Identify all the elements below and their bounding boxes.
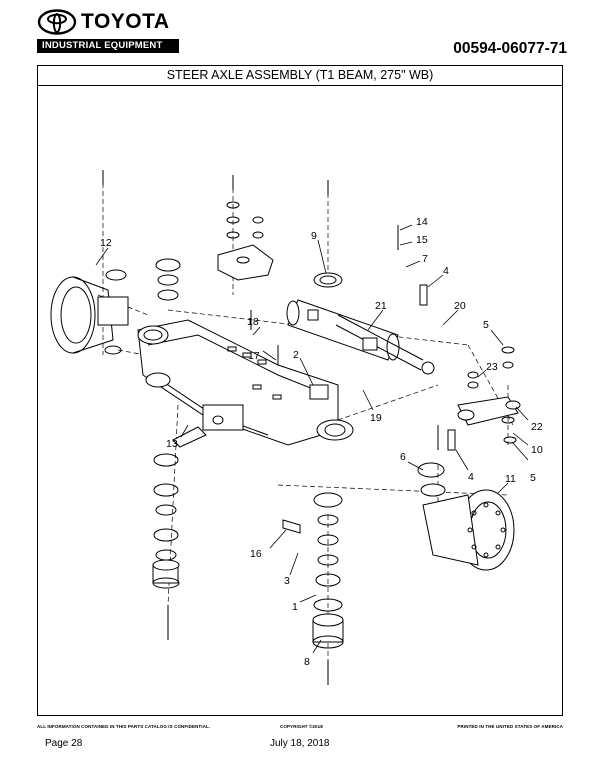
callout-19: 19 xyxy=(370,412,382,424)
callout-17: 17 xyxy=(248,350,260,362)
callout-10: 10 xyxy=(531,444,543,456)
callout-16: 16 xyxy=(250,548,262,560)
callout-14: 14 xyxy=(416,216,428,228)
callout-12: 12 xyxy=(100,237,112,249)
steer-cylinder xyxy=(286,299,435,375)
callout-11: 11 xyxy=(505,473,516,485)
callout-13: 13 xyxy=(166,438,178,450)
catalog-number: 00594-06077-71 xyxy=(453,40,567,57)
division-label: INDUSTRIAL EQUIPMENT xyxy=(37,39,179,53)
callout-1: 1 xyxy=(292,601,298,613)
toyota-logo: TOYOTA INDUSTRIAL EQUIPMENT xyxy=(37,9,179,53)
callout-22: 22 xyxy=(531,421,543,433)
left-hub xyxy=(50,269,129,355)
callout-18: 18 xyxy=(247,316,259,328)
callout-2: 2 xyxy=(293,349,299,361)
printed-notice: PRINTED IN THE UNITED STATES OF AMERICA xyxy=(457,724,563,729)
diagram-title: STEER AXLE ASSEMBLY (T1 BEAM, 275" WB) xyxy=(38,66,562,86)
callout-3: 3 xyxy=(284,575,290,587)
confidential-notice: ALL INFORMATION CONTAINED IN THIS PARTS … xyxy=(37,724,211,729)
publish-date: July 18, 2018 xyxy=(270,738,330,749)
page-number: Page 28 xyxy=(45,738,83,749)
diagram-frame: STEER AXLE ASSEMBLY (T1 BEAM, 275" WB) xyxy=(37,65,563,716)
right-hub xyxy=(422,489,515,571)
callout-8: 8 xyxy=(304,656,310,668)
callout-5-top: 5 xyxy=(483,319,489,331)
callout-9: 9 xyxy=(311,230,317,242)
axle-beam xyxy=(137,319,354,448)
callout-7: 7 xyxy=(422,253,428,265)
mount-bracket xyxy=(217,244,274,281)
exploded-parts-drawing: 12 13 9 14 15 7 4 18 21 20 17 2 5 23 19 … xyxy=(50,170,543,685)
toyota-emblem-icon xyxy=(37,9,77,35)
callout-5-bottom: 5 xyxy=(530,472,536,484)
callout-23: 23 xyxy=(486,361,498,373)
copyright-notice: COPYRIGHT ©2018 xyxy=(280,724,323,729)
callout-4-top: 4 xyxy=(443,265,449,277)
brand-name: TOYOTA xyxy=(81,10,170,33)
callout-6: 6 xyxy=(400,451,406,463)
callout-15: 15 xyxy=(416,234,428,246)
callout-20: 20 xyxy=(454,300,466,312)
callout-4-bottom: 4 xyxy=(468,471,474,483)
callout-21: 21 xyxy=(375,300,387,312)
